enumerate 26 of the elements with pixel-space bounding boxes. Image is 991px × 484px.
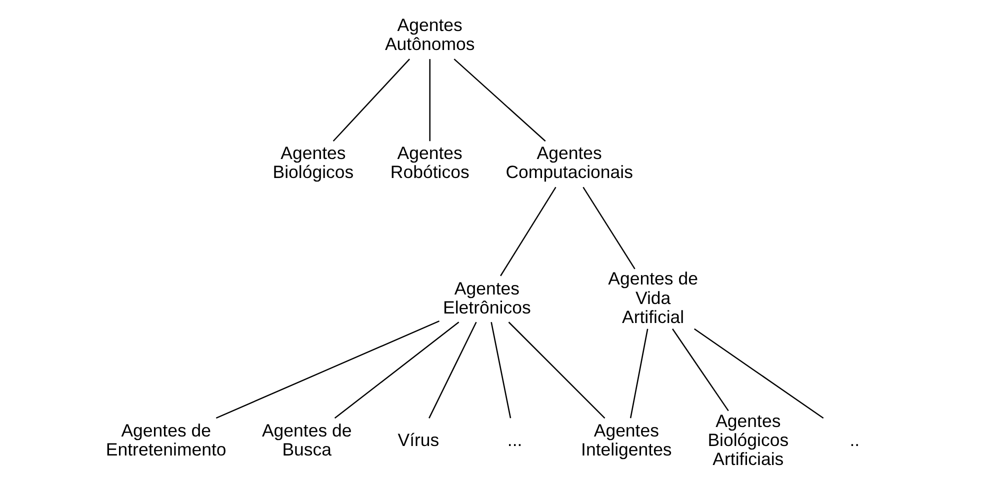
connector bbox=[429, 59, 430, 142]
connector bbox=[334, 322, 460, 419]
connector bbox=[490, 322, 512, 418]
connector bbox=[216, 320, 440, 419]
node-text: Agentes Computacionais bbox=[506, 143, 634, 182]
connector bbox=[630, 328, 648, 418]
node-text: .. bbox=[850, 430, 860, 450]
connector bbox=[428, 322, 477, 418]
node-text: Agentes Eletrônicos bbox=[443, 278, 531, 318]
connector bbox=[672, 328, 729, 412]
node-text: ... bbox=[507, 430, 522, 450]
connector bbox=[332, 58, 410, 142]
node-text: Agentes de Entretenimento bbox=[106, 420, 226, 460]
node-text: Agentes Robóticos bbox=[390, 143, 470, 182]
node-text: Agentes Biológicos Artificiais bbox=[708, 410, 789, 469]
node-text: Vírus bbox=[398, 430, 440, 450]
connector bbox=[454, 58, 546, 142]
connector bbox=[508, 322, 606, 419]
connector bbox=[694, 328, 824, 419]
connector bbox=[500, 186, 556, 276]
node-text: Agentes Biológicos bbox=[272, 143, 354, 182]
node-text: Agentes Autônomos bbox=[384, 15, 475, 54]
node-text: Agentes Inteligentes bbox=[581, 420, 672, 460]
node-text: Agentes de Busca bbox=[262, 420, 352, 460]
connector bbox=[582, 186, 636, 270]
node-text: Agentes de Vida Artificial bbox=[608, 268, 698, 327]
